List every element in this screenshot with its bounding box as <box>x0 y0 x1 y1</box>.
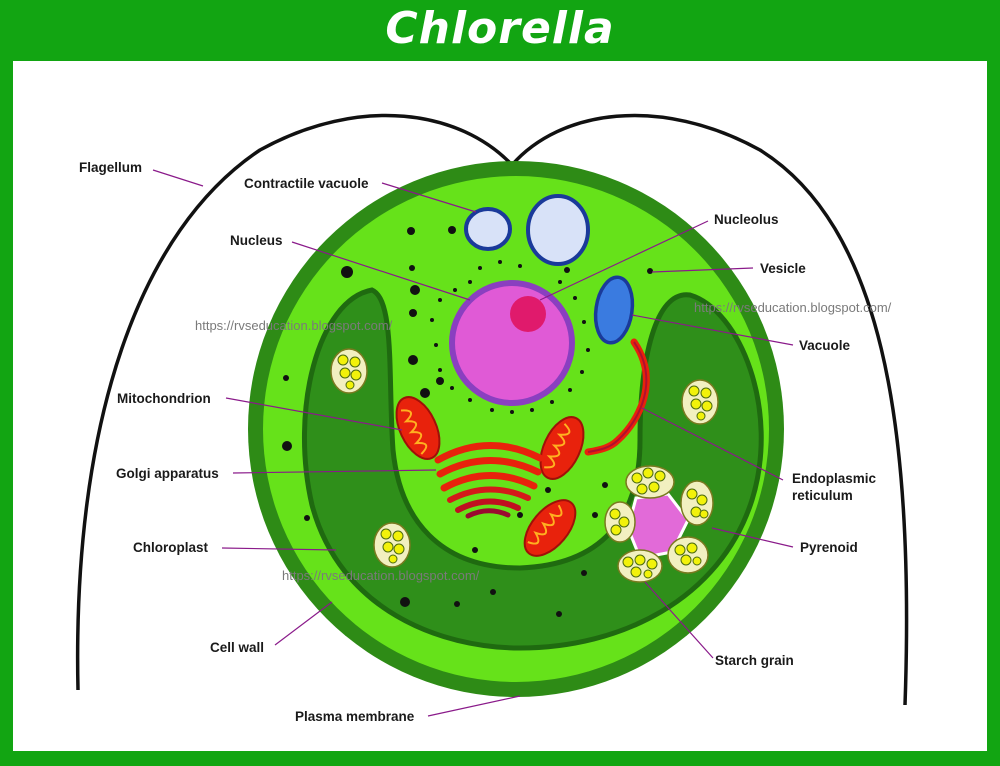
er-inner <box>587 341 648 453</box>
label-vacuole: Vacuole <box>799 338 851 353</box>
golgi-apparatus <box>434 442 544 519</box>
vesicles <box>282 226 653 617</box>
leader-lines <box>152 169 794 717</box>
label-endoplasmic-reticulum-line2: reticulum <box>792 488 853 503</box>
label-plasma-membrane: Plasma membrane <box>295 709 415 724</box>
mitochondrion-3 <box>523 499 577 557</box>
label-golgi-apparatus: Golgi apparatus <box>116 466 219 481</box>
watermark-right: https://rvseducation.blogspot.com/ <box>694 300 892 315</box>
mitochondrion-2 <box>539 416 585 480</box>
nucleus <box>449 280 575 406</box>
label-vesicle: Vesicle <box>760 261 806 276</box>
watermark-left: https://rvseducation.blogspot.com/ <box>195 318 393 333</box>
diagram-title: Chlorella <box>385 3 615 54</box>
label-mitochondrion: Mitochondrion <box>117 391 211 406</box>
starch-grains <box>330 348 719 583</box>
label-starch-grain: Starch grain <box>715 653 794 668</box>
label-nucleolus: Nucleolus <box>714 212 779 227</box>
label-cell-wall: Cell wall <box>210 640 264 655</box>
label-pyrenoid: Pyrenoid <box>800 540 858 555</box>
label-contractile-vacuole: Contractile vacuole <box>244 176 369 191</box>
label-chloroplast: Chloroplast <box>133 540 209 555</box>
label-nucleus: Nucleus <box>230 233 283 248</box>
label-flagellum: Flagellum <box>79 160 142 175</box>
contractile-vacuole-small <box>464 207 512 251</box>
contractile-vacuole-large <box>526 194 590 266</box>
nuclear-dots <box>430 260 590 414</box>
vacuole <box>593 275 635 345</box>
nucleolus <box>510 296 546 332</box>
label-endoplasmic-reticulum-line1: Endoplasmic <box>792 471 877 486</box>
watermark-bottom: https://rvseducation.blogspot.com/ <box>282 568 480 583</box>
mitochondrion-1 <box>395 396 441 460</box>
